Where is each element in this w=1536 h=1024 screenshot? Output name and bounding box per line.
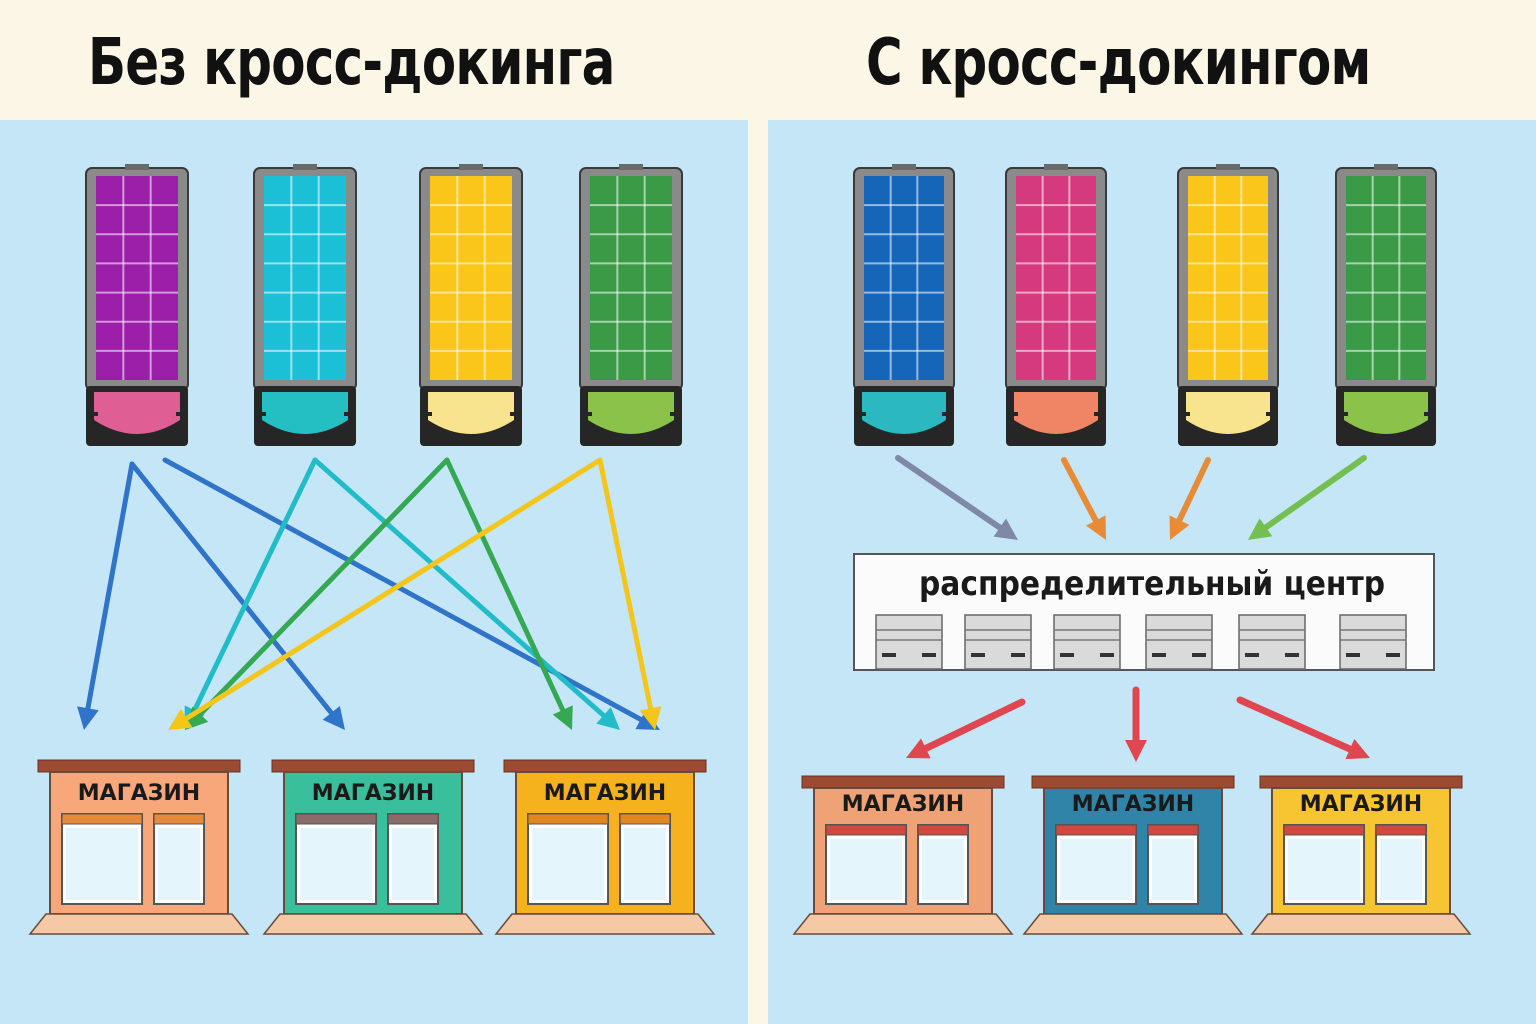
arrow-in-truck3 [1169, 457, 1211, 540]
store-right-1: МАГАЗИН [792, 775, 1014, 935]
store-right-2: МАГАЗИН [1022, 775, 1244, 935]
truck-left-1 [85, 164, 189, 446]
arrow-truck1-store1 [77, 461, 135, 730]
loading-dock-door [1145, 614, 1213, 670]
arrow-in-truck1 [895, 455, 1018, 540]
arrow-truck2-store3 [312, 457, 620, 730]
arrow-truck2-store1 [184, 457, 318, 730]
truck-right-3 [1177, 164, 1279, 446]
arrow-truck1-store2 [129, 461, 345, 730]
title-without-cross-docking: Без кросс-докинга [88, 26, 615, 100]
loading-dock-door [1053, 614, 1121, 670]
arrow-out-store3 [1236, 696, 1370, 760]
loading-dock-door [1339, 614, 1407, 670]
arrow-truck3-store3 [444, 457, 573, 730]
store-label: МАГАЗИН [312, 781, 434, 806]
loading-dock-door [964, 614, 1032, 670]
distribution-center: распределительный центр [853, 553, 1435, 671]
arrow-in-truck4 [1248, 455, 1367, 540]
truck-right-2 [1005, 164, 1107, 446]
arrow-truck4-store3 [597, 457, 662, 730]
truck-left-3 [419, 164, 523, 446]
store-label: МАГАЗИН [1300, 792, 1422, 817]
store-label: МАГАЗИН [544, 781, 666, 806]
truck-left-4 [579, 164, 683, 446]
store-left-3: МАГАЗИН [494, 759, 716, 935]
arrow-truck3-store1 [185, 457, 450, 730]
truck-right-1 [853, 164, 955, 446]
store-label: МАГАЗИН [842, 792, 964, 817]
loading-dock-door [1238, 614, 1306, 670]
distribution-center-label: распределительный центр [919, 564, 1385, 604]
store-left-2: МАГАЗИН [262, 759, 484, 935]
store-label: МАГАЗИН [1072, 792, 1194, 817]
arrow-out-store2 [1125, 686, 1147, 762]
loading-dock-door [875, 614, 943, 670]
store-label: МАГАЗИН [78, 781, 200, 806]
title-with-cross-docking: С кросс-докингом [866, 26, 1371, 100]
arrow-in-truck2 [1061, 457, 1106, 540]
truck-left-2 [253, 164, 357, 446]
store-left-1: МАГАЗИН [28, 759, 250, 935]
truck-right-4 [1335, 164, 1437, 446]
arrow-truck4-store1 [168, 457, 603, 730]
store-right-3: МАГАЗИН [1250, 775, 1472, 935]
arrow-out-store1 [906, 698, 1026, 759]
